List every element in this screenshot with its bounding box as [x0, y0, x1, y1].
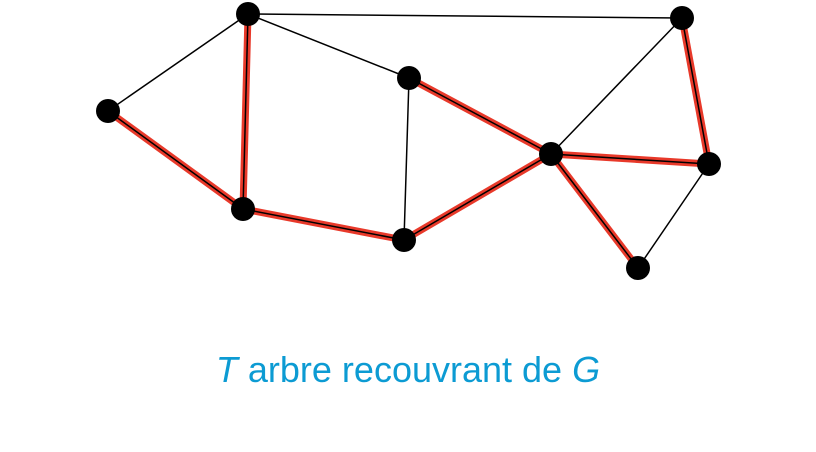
caption-text: arbre recouvrant de: [237, 349, 573, 390]
vertex-n6: [539, 142, 563, 166]
diagram-caption: T arbre recouvrant de G: [0, 348, 816, 392]
vertex-n4: [392, 228, 416, 252]
edge-n2-n3: [107, 110, 244, 210]
graph-edges: [107, 13, 710, 269]
edge-n1-n5: [247, 13, 410, 79]
edge-n3-n4: [242, 208, 405, 241]
edge-n1-n3: [242, 13, 249, 210]
edge-n8-n9: [681, 17, 710, 165]
edge-n6-n7: [550, 153, 639, 269]
edge-n1-n2: [107, 13, 249, 112]
vertex-n1: [236, 2, 260, 26]
graph-vertices: [96, 2, 721, 280]
vertex-n9: [697, 152, 721, 176]
vertex-n2: [96, 99, 120, 123]
vertex-n5: [397, 66, 421, 90]
vertex-n3: [231, 197, 255, 221]
edge-n5-n6: [408, 77, 552, 155]
vertex-n8: [670, 6, 694, 30]
edge-n1-n8: [247, 13, 683, 19]
graph-symbol: G: [572, 349, 601, 390]
spanning-tree-diagram: [96, 2, 721, 280]
edge-n9-n7: [637, 163, 710, 269]
edge-n6-n9: [550, 153, 710, 165]
edge-n4-n5: [403, 77, 410, 241]
tree-symbol: T: [215, 349, 238, 390]
edge-n6-n8: [550, 17, 683, 155]
vertex-n7: [626, 256, 650, 280]
edge-n4-n6: [403, 153, 552, 241]
